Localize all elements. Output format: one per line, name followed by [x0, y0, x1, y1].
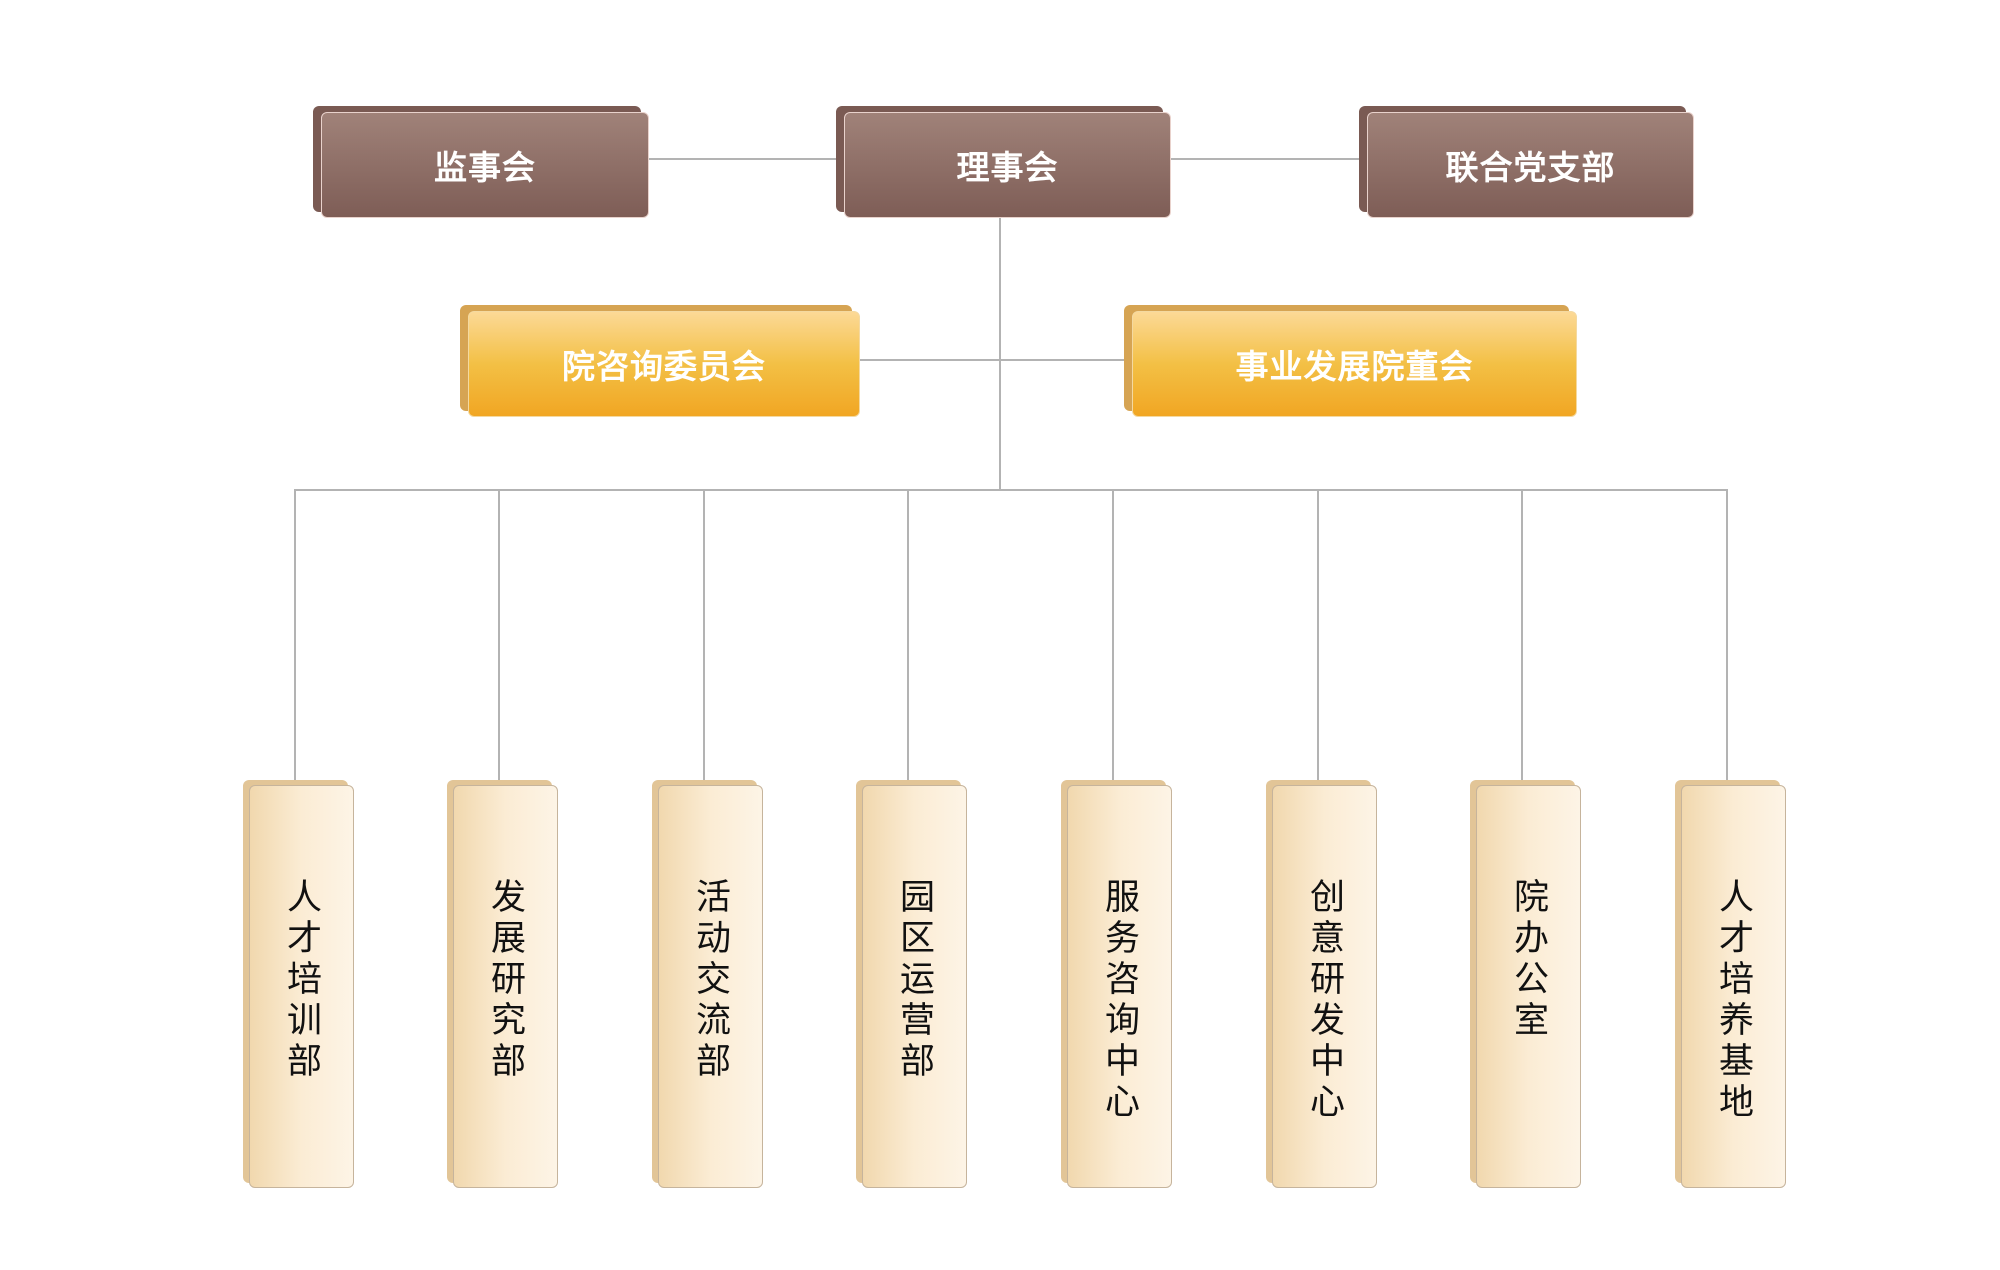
node-label: 理事会: [844, 112, 1171, 218]
connector-dept-4: [907, 490, 909, 785]
connector-dept-2: [498, 490, 500, 785]
connector-middle-row: [860, 359, 1132, 361]
connector-supervisory-board: [649, 158, 844, 160]
node-board-of-directors[interactable]: 理事会: [836, 106, 1171, 218]
node-label: 人才培训部: [281, 878, 321, 1083]
connector-dept-1: [294, 490, 296, 785]
connector-party-branch: [1171, 158, 1367, 160]
node-department-6[interactable]: 创意研发中心: [1266, 780, 1377, 1188]
node-label: 院咨询委员会: [468, 311, 860, 417]
node-development-board[interactable]: 事业发展院董会: [1124, 305, 1577, 417]
node-department-7[interactable]: 院办公室: [1470, 780, 1581, 1188]
node-supervisory-board[interactable]: 监事会: [313, 106, 649, 218]
connector-dept-3: [703, 490, 705, 785]
node-party-branch[interactable]: 联合党支部: [1359, 106, 1694, 218]
node-department-5[interactable]: 服务咨询中心: [1061, 780, 1172, 1188]
connector-dept-6: [1317, 490, 1319, 785]
node-label: 服务咨询中心: [1099, 878, 1139, 1124]
connector-dept-8: [1726, 490, 1728, 785]
connector-trunk: [999, 218, 1001, 491]
node-department-4[interactable]: 园区运营部: [856, 780, 967, 1188]
connector-department-bus: [294, 489, 1728, 491]
connector-dept-5: [1112, 490, 1114, 785]
node-label: 人才培养基地: [1713, 878, 1753, 1124]
node-label: 园区运营部: [894, 878, 934, 1083]
node-department-2[interactable]: 发展研究部: [447, 780, 558, 1188]
node-label: 联合党支部: [1367, 112, 1694, 218]
node-department-3[interactable]: 活动交流部: [652, 780, 763, 1188]
node-label: 活动交流部: [690, 878, 730, 1083]
node-label: 院办公室: [1508, 878, 1548, 1042]
node-label: 创意研发中心: [1304, 878, 1344, 1124]
node-department-1[interactable]: 人才培训部: [243, 780, 354, 1188]
connector-dept-7: [1521, 490, 1523, 785]
node-advisory-committee[interactable]: 院咨询委员会: [460, 305, 860, 417]
node-label: 发展研究部: [485, 878, 525, 1083]
node-department-8[interactable]: 人才培养基地: [1675, 780, 1786, 1188]
node-label: 事业发展院董会: [1132, 311, 1577, 417]
node-label: 监事会: [321, 112, 649, 218]
